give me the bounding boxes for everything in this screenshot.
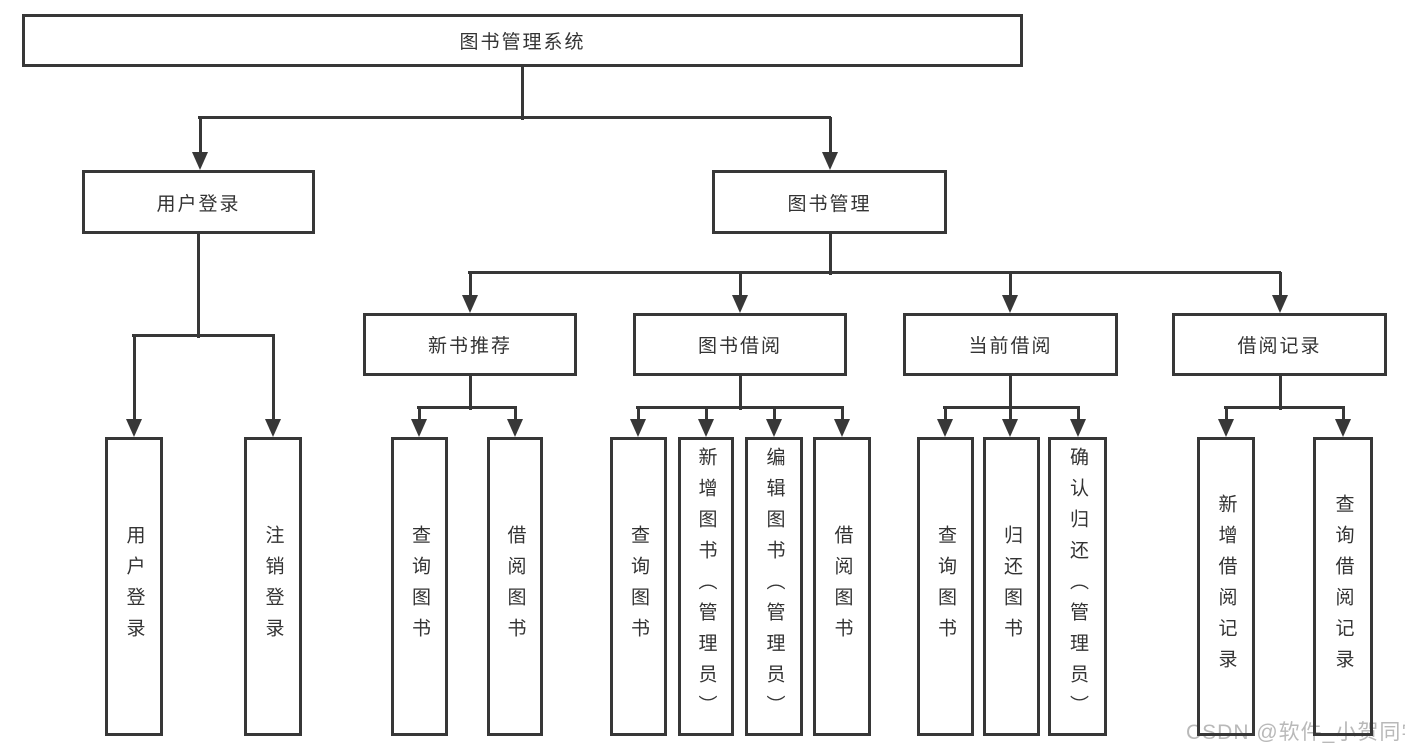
connector-line	[417, 405, 517, 409]
leaf-add-borrow-record: 新增借阅记录	[1197, 437, 1255, 736]
watermark: CSDN @软件_小贺同学	[1186, 721, 1405, 744]
connector-line	[1076, 407, 1080, 423]
node-label: 新书推荐	[427, 336, 512, 357]
leaf-return-books: 归还图书	[983, 437, 1040, 736]
arrowhead	[1272, 295, 1288, 313]
arrowhead	[1002, 295, 1018, 313]
node-label: 图书管理	[787, 193, 872, 215]
node-label: 查询图书	[409, 524, 430, 649]
leaf-logout: 注销登录	[244, 437, 302, 736]
node-label: 编辑图书（管理员）	[763, 447, 785, 726]
node-label: 归还图书	[1001, 524, 1022, 649]
arrowhead	[766, 419, 782, 437]
arrowhead	[192, 152, 208, 170]
node-label: 查询图书	[935, 524, 956, 649]
leaf-query-books-current: 查询图书	[917, 437, 974, 736]
connector-line	[196, 233, 200, 338]
node-library-system: 图书管理系统	[22, 14, 1023, 67]
connector-line	[132, 335, 136, 423]
connector-line	[198, 115, 831, 119]
connector-line	[636, 405, 844, 409]
node-book-management: 图书管理	[712, 170, 947, 234]
leaf-add-books-admin: 新增图书（管理员）	[678, 437, 734, 736]
arrowhead	[630, 419, 646, 437]
leaf-confirm-return-admin: 确认归还（管理员）	[1048, 437, 1107, 736]
connector-line	[1224, 405, 1345, 409]
leaf-borrow-books-recommend: 借阅图书	[487, 437, 543, 736]
connector-line	[132, 333, 275, 337]
leaf-query-books-recommend: 查询图书	[391, 437, 448, 736]
node-label: 当前借阅	[968, 336, 1053, 357]
leaf-borrow-books-borrowing: 借阅图书	[813, 437, 871, 736]
connector-line	[840, 407, 844, 423]
node-new-book-recommend: 新书推荐	[363, 313, 577, 376]
connector-line	[1008, 272, 1012, 299]
arrowhead	[1218, 419, 1234, 437]
node-user-login: 用户登录	[82, 170, 315, 234]
connector-line	[828, 117, 832, 156]
connector-line	[1008, 407, 1012, 423]
arrowhead	[698, 419, 714, 437]
node-label: 借阅图书	[831, 524, 853, 649]
connector-line	[417, 407, 421, 423]
connector-line	[468, 272, 472, 299]
arrowhead	[462, 295, 478, 313]
node-label: 新增图书（管理员）	[695, 447, 717, 726]
connector-line	[738, 272, 742, 299]
connector-line	[1278, 376, 1282, 410]
node-label: 查询图书	[628, 524, 649, 649]
connector-line	[636, 407, 640, 423]
connector-line	[468, 376, 472, 410]
arrowhead	[822, 152, 838, 170]
node-label: 图书管理系统	[459, 32, 586, 53]
leaf-query-borrow-record: 查询借阅记录	[1313, 437, 1373, 736]
connector-line	[772, 407, 776, 423]
leaf-edit-books-admin: 编辑图书（管理员）	[745, 437, 803, 736]
arrowhead	[1335, 419, 1351, 437]
arrowhead	[937, 419, 953, 437]
node-book-borrowing: 图书借阅	[633, 313, 847, 376]
leaf-user-login: 用户登录	[105, 437, 163, 736]
connector-line	[738, 376, 742, 410]
arrowhead	[834, 419, 850, 437]
connector-line	[1341, 407, 1345, 423]
connector-line	[271, 335, 275, 423]
node-label: 用户登录	[156, 193, 241, 215]
node-borrowing-records: 借阅记录	[1172, 313, 1387, 376]
node-label: 查询借阅记录	[1332, 493, 1354, 680]
node-label: 借阅记录	[1237, 336, 1322, 357]
arrowhead	[1070, 419, 1086, 437]
connector-line	[520, 66, 524, 120]
arrowhead	[507, 419, 523, 437]
connector-line	[1008, 376, 1012, 410]
leaf-query-books-borrowing: 查询图书	[610, 437, 667, 736]
connector-line	[1278, 272, 1282, 299]
node-label: 借阅图书	[504, 524, 526, 649]
connector-line	[704, 407, 708, 423]
arrowhead	[265, 419, 281, 437]
connector-line	[513, 407, 517, 423]
connector-line	[828, 233, 832, 275]
arrowhead	[1002, 419, 1018, 437]
node-current-borrowing: 当前借阅	[903, 313, 1118, 376]
connector-line	[1224, 407, 1228, 423]
arrowhead	[732, 295, 748, 313]
arrowhead	[126, 419, 142, 437]
connector-line	[198, 117, 202, 156]
node-label: 用户登录	[123, 524, 145, 649]
connector-line	[943, 407, 947, 423]
connector-line	[468, 270, 1281, 274]
node-label: 确认归还（管理员）	[1067, 447, 1088, 726]
node-label: 图书借阅	[697, 336, 782, 357]
connector-line	[943, 405, 1080, 409]
arrowhead	[411, 419, 427, 437]
node-label: 新增借阅记录	[1215, 493, 1237, 680]
node-label: 注销登录	[262, 524, 284, 649]
